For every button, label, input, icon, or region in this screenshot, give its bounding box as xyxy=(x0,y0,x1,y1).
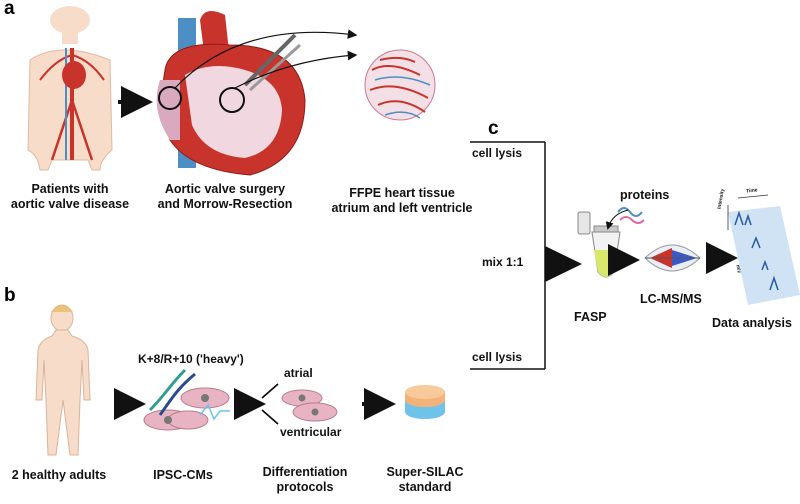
patients-caption: Patients with aortic valve disease xyxy=(0,182,140,212)
surgery-line1: Aortic valve surgery xyxy=(164,182,286,196)
patients-line2: aortic valve disease xyxy=(10,197,130,211)
human-figure-icon xyxy=(35,304,91,456)
atrial-label: atrial xyxy=(284,366,313,380)
dna-cells-icon xyxy=(143,368,230,431)
cell-lysis-top: cell lysis xyxy=(472,146,523,160)
cell-lysis-bottom: cell lysis xyxy=(472,350,523,364)
surgery-caption: Aortic valve surgery and Morrow-Resectio… xyxy=(150,182,300,212)
lysis-bracket xyxy=(470,141,582,370)
proteins-label: proteins xyxy=(620,188,670,202)
lcms-label: LC-MS/MS xyxy=(640,292,702,306)
lcms-icon xyxy=(644,244,701,272)
silac-caption: Super-SILAC standard xyxy=(370,465,480,495)
mix-label: mix 1:1 xyxy=(482,255,524,269)
fasp-label: FASP xyxy=(574,310,607,324)
tissue-line1: FFPE heart tissue xyxy=(349,186,455,200)
human-torso-icon xyxy=(27,6,113,171)
tissue-line2: atrium and left ventricle xyxy=(331,201,473,215)
cell-dish-icon xyxy=(281,389,338,422)
data-analysis-label: Data analysis xyxy=(712,316,792,330)
silac-disc-icon xyxy=(405,385,445,419)
branch-up xyxy=(261,383,279,399)
panel-label-a: a xyxy=(4,0,15,19)
heavy-label: K+8/R+10 ('heavy') xyxy=(138,352,244,366)
panel-label-c: c xyxy=(488,118,499,139)
tube-icon xyxy=(577,207,645,278)
diff-line1: Differentiation xyxy=(262,465,348,479)
silac-line1: Super-SILAC xyxy=(386,465,464,479)
heart-surgery-icon xyxy=(156,11,358,176)
tissue-section-icon xyxy=(364,49,436,121)
panel-label-b: b xyxy=(4,285,16,306)
patients-line1: Patients with xyxy=(31,182,109,196)
tissue-caption: FFPE heart tissue atrium and left ventri… xyxy=(322,186,482,216)
ventricular-label: ventricular xyxy=(280,425,342,439)
ipsc-caption: IPSC-CMs xyxy=(153,468,213,482)
surgery-line2: and Morrow-Resection xyxy=(157,197,293,211)
diff-line2: protocols xyxy=(276,480,334,494)
branch-down xyxy=(261,409,279,425)
spectrum-panel-icon xyxy=(727,194,800,305)
axis-time-label: Time xyxy=(745,187,758,195)
silac-line2: standard xyxy=(398,480,452,494)
diff-caption: Differentiation protocols xyxy=(250,465,360,495)
adults-caption: 2 healthy adults xyxy=(11,468,107,482)
